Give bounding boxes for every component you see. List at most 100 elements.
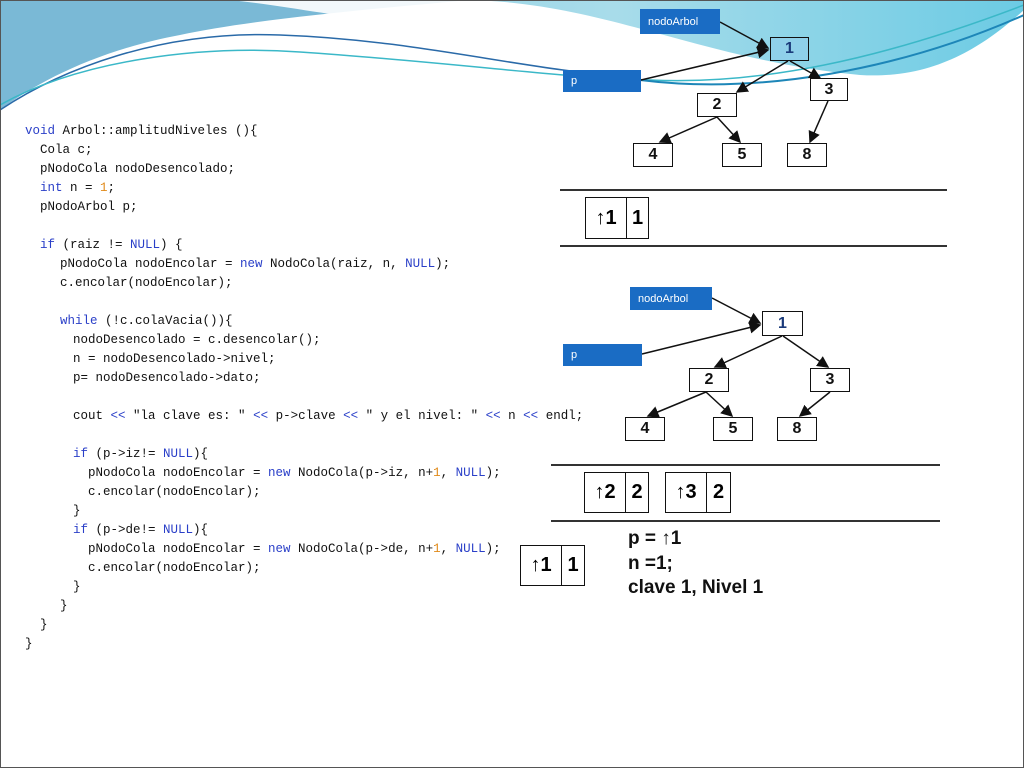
code-line: n = nodoDesencolado->nivel; [73, 350, 276, 369]
code-line: while (!c.colaVacia()){ [60, 312, 233, 331]
code-token: nodoDesencolado = c.desencolar(); [73, 333, 321, 347]
tree-node: 8 [787, 143, 827, 167]
tree-node: 8 [777, 417, 817, 441]
code-token: 1 [433, 466, 441, 480]
code-token: pNodoCola nodoEncolar = [88, 542, 269, 556]
code-line: } [73, 578, 81, 597]
tree-node: 2 [689, 368, 729, 392]
queue-top-line [551, 464, 940, 466]
code-token: (raiz != [55, 238, 131, 252]
code-token: c.encolar(nodoEncolar); [60, 276, 233, 290]
p-label: p [563, 344, 642, 366]
code-line: void Arbol::amplitudNiveles (){ [25, 122, 258, 141]
queue-node: ↑1 1 [585, 197, 649, 239]
queue-level: 1 [631, 206, 644, 229]
code-line: c.encolar(nodoEncolar); [88, 559, 261, 578]
queue-pointer: ↑3 [666, 473, 707, 512]
code-token: p->clave [268, 409, 344, 423]
code-token: endl; [538, 409, 584, 423]
code-line: p= nodoDesencolado->dato; [73, 369, 261, 388]
code-token: NodoCola(p->iz, n+ [290, 466, 434, 480]
code-token: ){ [193, 523, 209, 537]
code-line: pNodoCola nodoDesencolado; [40, 160, 235, 179]
p-label: p [563, 70, 641, 92]
code-token: (!c.colaVacia()){ [97, 314, 233, 328]
code-token: ); [435, 257, 451, 271]
code-token: } [60, 599, 68, 613]
code-token: new [240, 257, 263, 271]
code-line: pNodoCola nodoEncolar = new NodoCola(p->… [88, 540, 501, 559]
code-token: } [40, 618, 48, 632]
code-token: n [500, 409, 524, 423]
code-token: new [268, 542, 291, 556]
tree-node: 3 [810, 78, 848, 101]
code-token: } [73, 504, 81, 518]
code-line: } [73, 502, 81, 521]
code-token: NodoCola(p->de, n+ [290, 542, 434, 556]
code-token: NodoCola(raiz, n, [262, 257, 406, 271]
code-line: if (p->de!= NULL){ [73, 521, 208, 540]
code-token: while [60, 314, 98, 328]
queue-top-line [560, 189, 947, 191]
code-line: nodoDesencolado = c.desencolar(); [73, 331, 321, 350]
queue-pointer: ↑1 [521, 546, 562, 585]
code-token: , [440, 542, 456, 556]
tree-node: 4 [633, 143, 673, 167]
code-token: , [440, 466, 456, 480]
code-line: } [25, 635, 33, 654]
code-token: NULL [163, 447, 194, 461]
code-token: pNodoCola nodoEncolar = [60, 257, 241, 271]
code-token: if [40, 238, 56, 252]
queue-level: 2 [712, 481, 725, 503]
queue-node: ↑3 2 [665, 472, 731, 513]
code-line: } [60, 597, 68, 616]
code-token: } [73, 580, 81, 594]
code-token: ){ [193, 447, 209, 461]
code-token: void [25, 124, 56, 138]
code-token: pNodoCola nodoEncolar = [88, 466, 269, 480]
code-token: pNodoCola nodoDesencolado; [40, 162, 236, 176]
code-token: Arbol::amplitudNiveles (){ [55, 124, 258, 138]
code-line: if (p->iz!= NULL){ [73, 445, 208, 464]
tree-node: 5 [722, 143, 762, 167]
code-line: } [40, 616, 48, 635]
queue-level: 1 [567, 554, 579, 576]
code-token: NULL [455, 542, 486, 556]
code-token: ) { [160, 238, 183, 252]
code-token: Cola c; [40, 143, 93, 157]
code-token: << [485, 409, 501, 423]
code-token: (p->de!= [88, 523, 164, 537]
code-token: NULL [163, 523, 194, 537]
code-token: 1 [433, 542, 441, 556]
info-clave: clave 1, Nivel 1 [628, 577, 764, 598]
code-token: c.encolar(nodoEncolar); [88, 485, 261, 499]
code-token: "la clave es: " [125, 409, 254, 423]
tree-node: 4 [625, 417, 665, 441]
code-token: ); [485, 542, 501, 556]
tree-node: 5 [713, 417, 753, 441]
queue-pointer: ↑2 [585, 473, 626, 512]
tree-node: 1 [762, 311, 803, 336]
code-token: NULL [405, 257, 436, 271]
code-line: int n = 1; [40, 179, 115, 198]
code-token: pNodoArbol p; [40, 200, 138, 214]
code-token: ; [107, 181, 116, 195]
code-token: NULL [130, 238, 161, 252]
code-token: (p->iz!= [88, 447, 164, 461]
code-token: cout [73, 409, 111, 423]
queue-pointer: ↑1 [586, 198, 627, 238]
info-n: n =1; [628, 553, 673, 574]
code-token: << [253, 409, 269, 423]
dequeued-node: ↑1 1 [520, 545, 585, 586]
code-line: Cola c; [40, 141, 93, 160]
queue-bottom-line [560, 245, 947, 247]
nodoarbol-label: nodoArbol [630, 287, 712, 310]
tree-node: 3 [810, 368, 850, 392]
info-p: p = ↑1 [628, 528, 682, 549]
code-token: n = [62, 181, 101, 195]
code-token: c.encolar(nodoEncolar); [88, 561, 261, 575]
code-line: c.encolar(nodoEncolar); [60, 274, 233, 293]
code-token: int [40, 181, 63, 195]
code-token: new [268, 466, 291, 480]
